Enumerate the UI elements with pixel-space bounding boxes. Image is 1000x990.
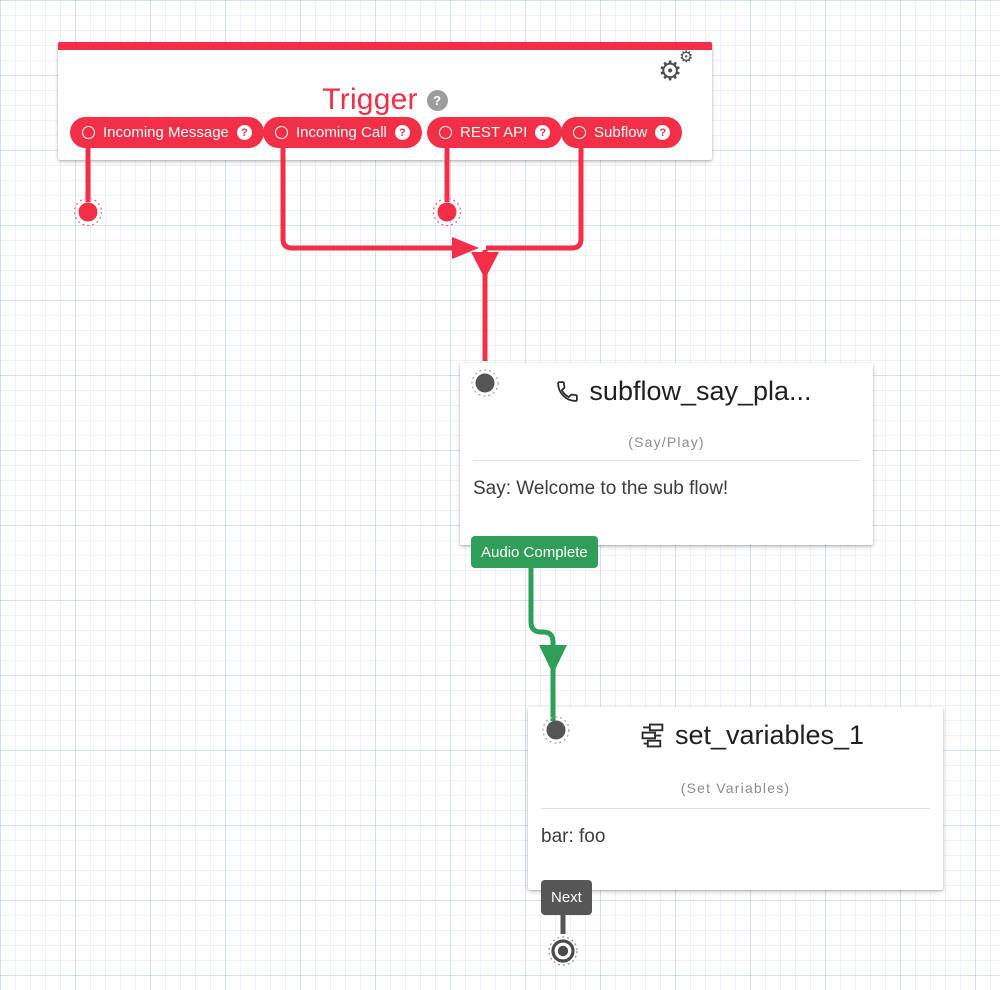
divider <box>541 808 930 809</box>
pill-label: Incoming Call <box>296 124 387 141</box>
pill-label: Subflow <box>594 124 648 141</box>
output-dot-rest-api[interactable] <box>432 197 462 227</box>
output-dot-next[interactable] <box>548 936 578 966</box>
widget-name: subflow_say_pla... <box>589 375 812 406</box>
trigger-pill-incoming-message[interactable]: Incoming Message ? <box>70 117 264 148</box>
divider <box>473 460 860 461</box>
transition-badge-audio-complete[interactable]: Audio Complete <box>471 536 598 568</box>
widget-type-label: (Set Variables) <box>680 780 791 796</box>
widget-body-text: bar: foo <box>541 826 606 847</box>
trigger-help-icon[interactable]: ? <box>426 89 448 111</box>
widget-set-variables[interactable]: set_variables_1 (Set Variables) bar: foo… <box>528 707 943 915</box>
widget-type-label: (Say/Play) <box>628 434 705 450</box>
connector-audio-complete <box>528 568 556 721</box>
trigger-settings-button[interactable]: ⚙ ⚙ <box>658 50 698 90</box>
widget-header: subflow_say_pla... <box>502 374 865 408</box>
widget-header: set_variables_1 <box>570 718 935 752</box>
trigger-pill-subflow[interactable]: Subflow ? <box>561 117 683 148</box>
output-dot-incoming-message[interactable] <box>73 197 103 227</box>
help-icon[interactable]: ? <box>535 125 551 140</box>
trigger-title: Trigger <box>322 83 418 116</box>
help-icon[interactable]: ? <box>236 125 252 140</box>
help-icon[interactable]: ? <box>394 125 410 140</box>
phone-icon <box>557 380 579 402</box>
trigger-pill-incoming-call[interactable]: Incoming Call ? <box>263 117 422 148</box>
connector-circle-icon <box>439 126 452 139</box>
widget-subflow-say-play[interactable]: subflow_say_pla... (Say/Play) Say: Welco… <box>460 363 873 568</box>
connector-circle-icon <box>573 126 586 139</box>
pill-label: REST API <box>460 124 528 141</box>
widget-name: set_variables_1 <box>674 719 865 750</box>
pill-label: Incoming Message <box>103 124 229 141</box>
transition-badge-next[interactable]: Next <box>541 880 592 915</box>
connector-incoming-call <box>280 146 452 251</box>
connector-circle-icon <box>275 126 288 139</box>
help-icon[interactable]: ? <box>655 125 671 140</box>
trigger-accent-bar <box>58 42 712 50</box>
connector-subflow <box>486 146 584 251</box>
set-variables-icon <box>641 723 664 747</box>
trigger-pill-rest-api[interactable]: REST API ? <box>427 117 563 148</box>
arrowhead-right-icon <box>452 237 479 259</box>
widget-body-text: Say: Welcome to the sub flow! <box>473 478 729 499</box>
arrowhead-down-icon <box>539 645 567 674</box>
arrowhead-down-icon <box>471 252 499 279</box>
gear-icon: ⚙ <box>679 49 694 66</box>
trigger-header: Trigger ? <box>58 82 712 118</box>
gear-icon: ⚙ <box>658 56 683 86</box>
trigger-widget[interactable]: Trigger ? ⚙ ⚙ Incoming Message ? Incomin… <box>58 42 712 160</box>
connector-circle-icon <box>82 126 95 139</box>
